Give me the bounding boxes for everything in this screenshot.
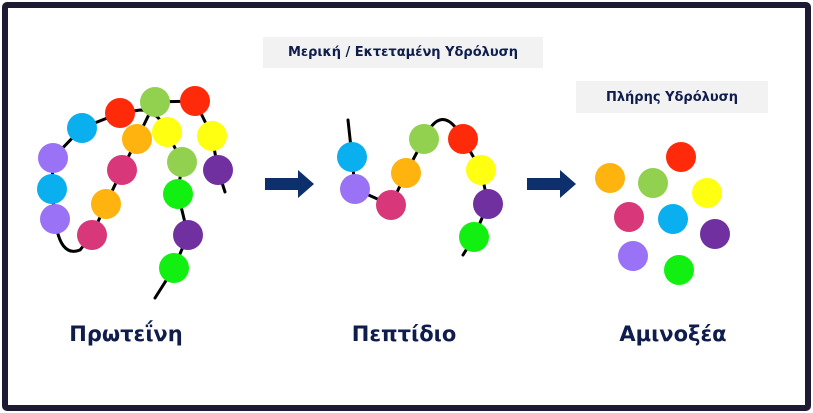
protein-bead-purple [203,155,233,185]
partial-hydrolysis-label: Μερική / Εκτεταμένη Υδρόλυση [263,37,543,68]
protein-bead-purple [173,220,203,250]
protein-bead-orange [91,189,121,219]
right-arrow-icon [265,170,314,198]
peptide-bead-yellow [466,155,496,185]
amino-acids-label: Αμινοξέα [619,322,727,346]
peptide-bead-cyan [337,142,367,172]
protein-bead-magenta [77,220,107,250]
protein-bead-lavender [38,143,68,173]
peptide-bead-lavender [340,174,370,204]
protein-label: Πρωτεΐνη [69,322,183,346]
amino-acid-bead-lightgreen [638,168,668,198]
protein-bead-lightgreen [140,87,170,117]
amino-acid-bead-orange [595,163,625,193]
protein-bead-lightgreen [167,147,197,177]
peptide-bead-purple [473,189,503,219]
protein-bead-cyan [37,174,67,204]
protein-bead-red [105,98,135,128]
protein-bead-green [163,179,193,209]
amino-acid-bead-green [664,255,694,285]
peptide-bead-lightgreen [409,124,439,154]
peptide-bead-red [448,124,478,154]
peptide-label: Πεπτίδιο [351,322,457,346]
amino-acid-bead-cyan [658,204,688,234]
amino-acid-bead-lavender [618,241,648,271]
peptide-bead-orange [391,158,421,188]
protein-bead-yellow [152,117,182,147]
protein-bead-orange [122,124,152,154]
amino-acid-bead-magenta [614,202,644,232]
protein-bead-lavender [40,204,70,234]
right-arrow-icon [527,170,576,198]
protein-bead-green [159,253,189,283]
protein-bead-magenta [107,155,137,185]
protein-bead-red [180,86,210,116]
amino-acid-bead-purple [700,219,730,249]
amino-acid-bead-red [666,142,696,172]
full-hydrolysis-label: Πλήρης Υδρόλυση [576,81,768,113]
peptide-bead-green [459,222,489,252]
protein-bead-yellow [197,121,227,151]
protein-bead-cyan [67,113,97,143]
peptide-bead-magenta [376,190,406,220]
amino-acid-bead-yellow [692,178,722,208]
